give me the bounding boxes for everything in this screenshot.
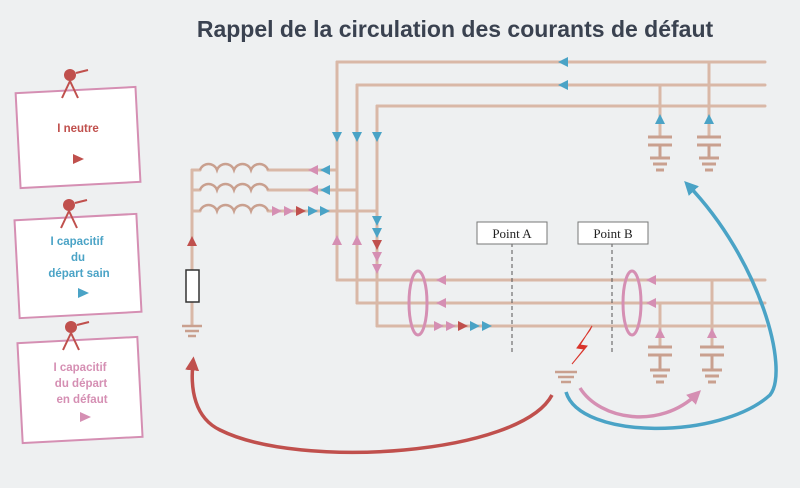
legend-note-sain: I capacitif du départ sain (13, 199, 143, 320)
triangle-right-icon (80, 412, 91, 422)
point-b-label: Point B (593, 226, 633, 241)
point-b-box (577, 221, 649, 245)
winding-1 (198, 162, 270, 174)
point-a-label: Point A (492, 226, 532, 241)
toroid-ct-a (407, 269, 429, 337)
legend-note-defaut: I capacitif du départ en défaut (16, 321, 144, 445)
arrows-faulty-bus (434, 275, 717, 338)
page-title: Rappel de la circulation des courants de… (197, 16, 714, 42)
neutral-return-path (185, 356, 554, 454)
pushpin-icon (65, 321, 77, 333)
toroid-ct-b (621, 269, 643, 337)
lightning-icon (571, 325, 593, 365)
neutral-impedance (185, 269, 200, 303)
legend-sain-line2: du (71, 252, 85, 264)
legend-note-neutre: I neutre (14, 69, 142, 190)
pushpin-icon (64, 69, 76, 81)
legend-defaut-line2: du départ (55, 378, 108, 390)
arrows-healthy-bus (332, 57, 714, 142)
ground-icon (555, 370, 577, 384)
point-a-box (476, 221, 548, 245)
arrows-vertical-lower (332, 216, 382, 274)
ground-icon (182, 324, 202, 338)
legend-sain-line3: départ sain (48, 268, 109, 280)
arrows-source (187, 165, 330, 246)
pushpin-icon (63, 199, 75, 211)
winding-3 (198, 203, 270, 215)
winding-2 (198, 182, 270, 194)
capacitor-icon (700, 345, 724, 384)
legend-neutre-label: I neutre (57, 123, 99, 135)
triangle-right-icon (78, 288, 89, 298)
legend-sain-line1: I capacitif (50, 236, 103, 248)
legend-defaut-line3: en défaut (56, 394, 107, 406)
wiring (190, 60, 767, 347)
capacitor-icon (648, 135, 672, 172)
transformer-windings (198, 162, 270, 215)
capacitor-icon (648, 345, 672, 384)
capacitor-icon (697, 135, 721, 172)
faulty-return-path (578, 387, 702, 419)
legend-defaut-line1: I capacitif (53, 362, 106, 374)
healthy-return-path (564, 180, 778, 431)
triangle-right-icon (73, 154, 84, 164)
